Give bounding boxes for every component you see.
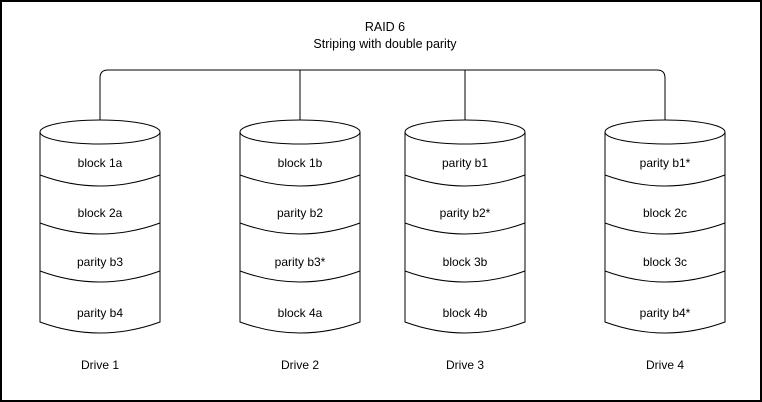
segment-label: block 1a	[78, 156, 123, 170]
segment-label: parity b2*	[440, 206, 491, 220]
segment-label: parity b3	[77, 255, 123, 269]
segment-divider	[239, 174, 361, 187]
segment-divider	[239, 270, 361, 283]
segment-label: parity b4*	[640, 306, 691, 320]
segment-divider	[404, 222, 526, 235]
segment-divider	[39, 174, 161, 187]
cylinder-top	[404, 119, 526, 145]
segment-label: block 2a	[78, 206, 123, 220]
title-line-2: Striping with double parity	[313, 37, 457, 51]
title-line-1: RAID 6	[365, 20, 405, 34]
cylinder-body	[239, 131, 361, 334]
drive-4-cylinder: parity b1* block 2c block 3c parity b4* …	[604, 119, 726, 372]
segment-label: parity b4	[77, 306, 123, 320]
segment-divider	[404, 174, 526, 187]
cylinder-top	[239, 119, 361, 145]
drive-name-label: Drive 1	[81, 358, 119, 372]
segment-divider	[39, 270, 161, 283]
segment-label: parity b3*	[275, 255, 326, 269]
segment-divider	[604, 222, 726, 235]
segment-divider	[239, 222, 361, 235]
segment-divider	[604, 174, 726, 187]
diagram-title: RAID 6 Striping with double parity	[313, 20, 457, 51]
cylinder-top	[39, 119, 161, 145]
segment-label: block 3b	[443, 255, 488, 269]
cylinder-body	[404, 131, 526, 334]
drive-2-cylinder: block 1b parity b2 parity b3* block 4a D…	[239, 119, 361, 372]
segment-label: parity b2	[277, 206, 323, 220]
cylinder-top	[604, 119, 726, 145]
drive-name-label: Drive 4	[646, 358, 684, 372]
segment-label: parity b1	[442, 156, 488, 170]
segment-label: block 2c	[643, 206, 687, 220]
segment-label: parity b1*	[640, 156, 691, 170]
segment-label: block 4b	[443, 306, 488, 320]
drive-3-cylinder: parity b1 parity b2* block 3b block 4b D…	[404, 119, 526, 372]
segment-divider	[604, 270, 726, 283]
drive-1-cylinder: block 1a block 2a parity b3 parity b4 Dr…	[39, 119, 161, 372]
cylinder-body	[604, 131, 726, 334]
segment-divider	[39, 222, 161, 235]
drive-name-label: Drive 3	[446, 358, 484, 372]
segment-label: block 1b	[278, 156, 323, 170]
segment-divider	[404, 270, 526, 283]
cylinder-body	[39, 131, 161, 334]
segment-label: block 4a	[278, 306, 323, 320]
drive-name-label: Drive 2	[281, 358, 319, 372]
segment-label: block 3c	[643, 255, 687, 269]
bus-connector-line	[99, 69, 666, 124]
